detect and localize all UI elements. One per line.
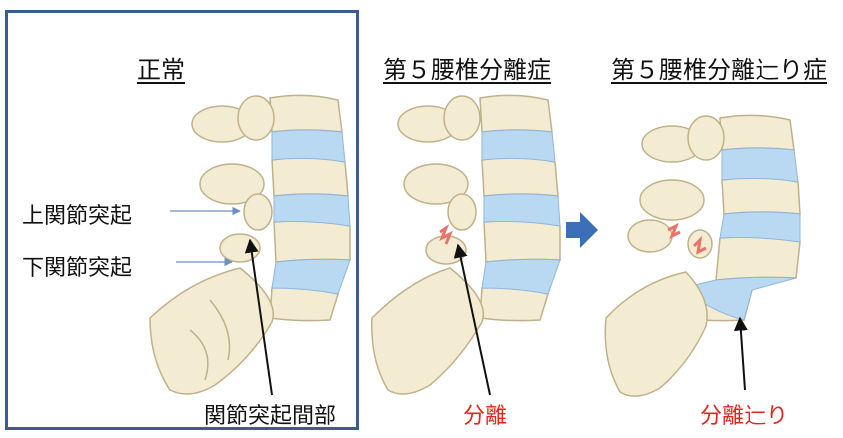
transition-arrow-icon [566, 212, 598, 248]
spondylolisthesis-spine-illustration [605, 115, 800, 396]
label-superior-facet: 上関節突起 [22, 198, 132, 230]
spondylolysis-spine-illustration [372, 95, 560, 395]
label-separation: 分離 [463, 398, 507, 430]
label-pars-interarticularis: 関節突起間部 [204, 398, 336, 430]
label-inferior-facet: 下関節突起 [22, 250, 132, 282]
label-slip: 分離辷り [700, 398, 788, 430]
normal-spine-illustration [150, 95, 350, 395]
